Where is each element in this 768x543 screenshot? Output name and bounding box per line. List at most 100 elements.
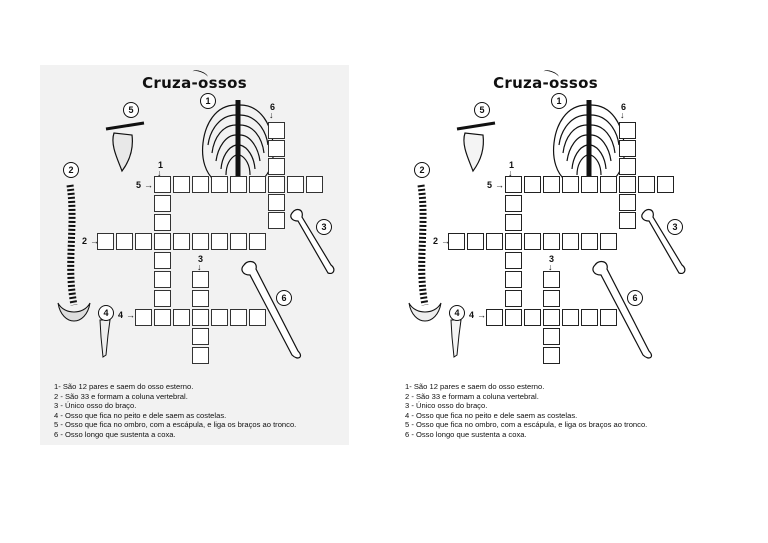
crossword-cell[interactable]: [97, 233, 114, 250]
crossword-cell[interactable]: [562, 309, 579, 326]
crossword-cell[interactable]: [562, 233, 579, 250]
crossword-cell[interactable]: [505, 214, 522, 231]
crossword-cell[interactable]: [135, 309, 152, 326]
crossword-cell[interactable]: [505, 271, 522, 288]
crossword-cell[interactable]: [154, 271, 171, 288]
arrow-right-icon: →: [477, 310, 486, 320]
crossword-cell[interactable]: [543, 271, 560, 288]
crossword-cell[interactable]: [448, 233, 465, 250]
crossword-cell[interactable]: [619, 176, 636, 193]
arrow-right-icon: →: [126, 310, 135, 320]
spine-illustration: [57, 184, 91, 322]
bone-label-5: 5: [474, 102, 490, 118]
crossword-cell[interactable]: [543, 347, 560, 364]
crossword-cell[interactable]: [268, 122, 285, 139]
crossword-cell[interactable]: [581, 176, 598, 193]
crossword-cell[interactable]: [268, 176, 285, 193]
crossword-cell[interactable]: [192, 309, 209, 326]
worksheet-left: Cruza-ossos 5 1 2 3 6 4 6 ↓ 1 ↓ 5 → 2 → …: [40, 65, 349, 445]
crossword-cell[interactable]: [486, 309, 503, 326]
crossword-cell[interactable]: [173, 176, 190, 193]
crossword-cell[interactable]: [486, 233, 503, 250]
crossword-cell[interactable]: [192, 347, 209, 364]
bone-label-6: 6: [627, 290, 643, 306]
crossword-cell[interactable]: [505, 309, 522, 326]
crossword-cell[interactable]: [173, 233, 190, 250]
crossword-cell[interactable]: [505, 290, 522, 307]
crossword-cell[interactable]: [268, 194, 285, 211]
crossword-cell[interactable]: [581, 309, 598, 326]
crossword-cell[interactable]: [543, 290, 560, 307]
crossword-cell[interactable]: [230, 233, 247, 250]
crossword-cell[interactable]: [619, 194, 636, 211]
crossword-cell[interactable]: [116, 233, 133, 250]
clue-start-5: 5: [136, 180, 142, 190]
crossword-cell[interactable]: [638, 176, 655, 193]
crossword-cell[interactable]: [249, 176, 266, 193]
crossword-cell[interactable]: [600, 176, 617, 193]
crossword-cell[interactable]: [211, 176, 228, 193]
crossword-cell[interactable]: [619, 212, 636, 229]
bone-illustrations: [408, 100, 686, 359]
crossword-cell[interactable]: [619, 158, 636, 175]
crossword-cell[interactable]: [230, 176, 247, 193]
sternum-illustration: [450, 319, 462, 358]
crossword-cell[interactable]: [581, 233, 598, 250]
crossword-cell[interactable]: [154, 290, 171, 307]
crossword-cell[interactable]: [211, 309, 228, 326]
crossword-cell[interactable]: [268, 140, 285, 157]
crossword-cell[interactable]: [619, 122, 636, 139]
rib-cage-illustration: [201, 100, 275, 181]
bone-label-2: 2: [414, 162, 430, 178]
crossword-cell[interactable]: [505, 233, 522, 250]
crossword-cell[interactable]: [154, 214, 171, 231]
crossword-cell[interactable]: [192, 290, 209, 307]
clue-item: 6 - Osso longo que sustenta a coxa.: [54, 429, 176, 439]
crossword-cell[interactable]: [154, 176, 171, 193]
crossword-cell[interactable]: [600, 233, 617, 250]
crossword-cell[interactable]: [306, 176, 323, 193]
bone-label-3: 3: [316, 219, 332, 235]
crossword-cell[interactable]: [524, 176, 541, 193]
crossword-cell[interactable]: [467, 233, 484, 250]
crossword-cell[interactable]: [524, 233, 541, 250]
crossword-cell[interactable]: [543, 328, 560, 345]
crossword-cell[interactable]: [524, 309, 541, 326]
crossword-cell[interactable]: [543, 309, 560, 326]
crossword-cell[interactable]: [287, 176, 304, 193]
crossword-cell[interactable]: [154, 195, 171, 212]
worksheet-title: Cruza-ossos: [493, 74, 598, 92]
crossword-cell[interactable]: [619, 140, 636, 157]
crossword-cell[interactable]: [249, 233, 266, 250]
clue-start-4: 4: [469, 310, 475, 320]
crossword-cell[interactable]: [543, 233, 560, 250]
crossword-cell[interactable]: [154, 233, 171, 250]
crossword-cell[interactable]: [268, 212, 285, 229]
crossword-cell[interactable]: [192, 328, 209, 345]
crossword-cell[interactable]: [211, 233, 228, 250]
bone-label-1: 1: [551, 93, 567, 109]
crossword-cell[interactable]: [249, 309, 266, 326]
crossword-cell[interactable]: [543, 176, 560, 193]
crossword-cell[interactable]: [135, 233, 152, 250]
clue-item: 3 - Único osso do braço.: [54, 401, 137, 410]
clue-start-4: 4: [118, 310, 124, 320]
crossword-cell[interactable]: [562, 176, 579, 193]
crossword-cell[interactable]: [657, 176, 674, 193]
crossword-cell[interactable]: [230, 309, 247, 326]
bone-label-1: 1: [200, 93, 216, 109]
crossword-cell[interactable]: [192, 271, 209, 288]
worksheet-right: Cruza-ossos 5 1 2 3 6 4 6 ↓ 1 ↓ 5 → 2 → …: [391, 65, 700, 445]
crossword-cell[interactable]: [192, 176, 209, 193]
crossword-cell[interactable]: [154, 252, 171, 269]
crossword-cell[interactable]: [505, 195, 522, 212]
crossword-cell[interactable]: [505, 252, 522, 269]
crossword-cell[interactable]: [505, 176, 522, 193]
crossword-cell[interactable]: [600, 309, 617, 326]
clue-start-6: 6: [270, 102, 276, 112]
clue-start-3: 3: [198, 254, 204, 264]
crossword-cell[interactable]: [268, 158, 285, 175]
crossword-cell[interactable]: [173, 309, 190, 326]
crossword-cell[interactable]: [154, 309, 171, 326]
crossword-cell[interactable]: [192, 233, 209, 250]
